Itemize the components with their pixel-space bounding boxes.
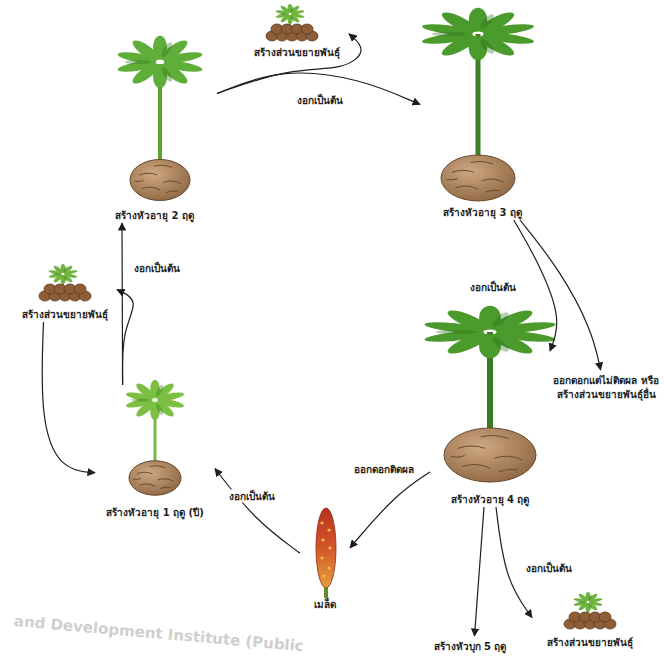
stage-caption: สร้างส่วนขยายพันธุ์ [22,308,108,322]
plant-leaves [116,36,205,89]
bulbil-group [39,264,91,301]
watermark: and Development Institute (Public [13,612,304,655]
stage-caption: ออกดอกแต่ไม่ติดผล หรือสร้างส่วนขยายพันธุ… [552,374,660,402]
stage-caption: สร้างหัวบุก 5 ฤดู [434,640,507,654]
stage-caption: สร้างส่วนขยายพันธุ์ [547,636,633,650]
tuber [129,461,181,495]
plant-leaves [419,8,536,61]
cycle-arrow [217,34,361,94]
stage-node: สร้างหัวบุก 5 ฤดู [425,636,515,654]
stage-caption: สร้างหัวอายุ 1 ฤดู (ปี) [106,506,204,520]
edge-label: งอกเป็นต้น [524,562,574,575]
connectors [42,34,600,636]
stage-node: สร้างหัวอายุ 2 ฤดู [92,38,217,223]
bulbil-group [564,592,616,629]
edge-label: ออกดอกติดผล [352,463,416,476]
stage-node: สร้างส่วนขยายพันธุ์ [532,585,647,650]
stage-node: สร้างหัวอายุ 4 ฤดู [430,312,550,507]
stage-node: เมล็ด [300,505,350,612]
cycle-arrow [42,322,95,473]
edge-label: งอกเป็นต้น [132,262,182,275]
seed-head [316,508,336,598]
stage-node: ออกดอกแต่ไม่ติดผล หรือสร้างส่วนขยายพันธุ… [552,370,660,402]
stage-caption: สร้างส่วนขยายพันธุ์ [254,46,340,60]
tuber [130,160,190,201]
plant-leaves [421,306,558,359]
stage-node: สร้างหัวอายุ 1 ฤดู (ปี) [95,385,215,520]
stage-node: สร้างหัวอายุ 3 ฤดู [420,10,545,220]
edge-label: งอกเป็นต้น [468,281,518,294]
cycle-arrow [520,220,601,370]
tuber [444,428,536,482]
cycle-arrow [117,290,133,385]
edge-label: งอกเป็นต้น [295,94,345,107]
bulbil-group [266,4,318,41]
tuber [441,155,515,201]
edge-label: งอกเป็นต้น [227,490,277,503]
stage-caption: สร้างหัวอายุ 2 ฤดู [115,209,194,223]
stage-caption: สร้างหัวอายุ 4 ฤดู [451,493,530,507]
stage-caption: เมล็ด [314,598,336,612]
stage-node: สร้างส่วนขยายพันธุ์ [12,250,117,322]
plant-leaves [125,380,186,420]
cycle-arrow [475,507,485,636]
cycle-arrow [350,472,430,548]
stage-node: สร้างส่วนขยายพันธุ์ [244,2,349,60]
stage-caption: สร้างหัวอายุ 3 ฤดู [443,206,522,220]
cycle-arrow [215,469,300,553]
